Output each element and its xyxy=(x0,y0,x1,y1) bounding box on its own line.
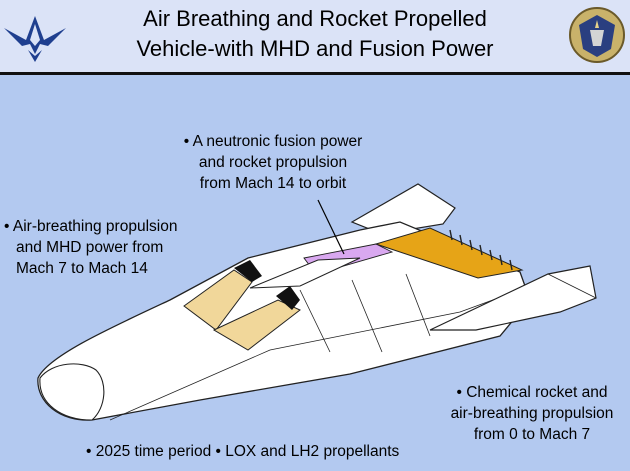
header-divider xyxy=(0,72,630,75)
air-breathing-callout: • Air-breathing propulsion and MHD power… xyxy=(4,216,196,279)
canard xyxy=(249,257,361,289)
title-line-1: Air Breathing and Rocket Propelled xyxy=(143,6,487,31)
chem-callout-line2: air-breathing propulsion xyxy=(450,405,614,422)
fin-seam xyxy=(547,273,597,299)
exhaust-grille xyxy=(449,229,513,271)
fusion-callout: • A neutronic fusion power and rocket pr… xyxy=(168,131,378,194)
time-period-callout: • 2025 time period • LOX and LH2 propell… xyxy=(86,443,400,460)
fusion-callout-line1: • A neutronic fusion power xyxy=(183,133,363,150)
chem-callout-line3: from 0 to Mach 7 xyxy=(473,426,591,443)
fusion-pointer xyxy=(317,199,345,255)
usaf-wings-icon xyxy=(4,16,66,62)
air-callout-line3: Mach 7 to Mach 14 xyxy=(16,260,148,277)
air-callout-line1: • Air-breathing propulsion xyxy=(4,218,178,235)
body-panels xyxy=(299,273,431,353)
fusion-callout-line2: and rocket propulsion xyxy=(198,154,348,171)
nose-cap xyxy=(39,363,105,421)
chem-callout-line1: • Chemical rocket and xyxy=(456,384,608,401)
chemical-rocket-callout: • Chemical rocket and air-breathing prop… xyxy=(438,382,626,445)
mhd-section xyxy=(374,227,524,279)
inlet-ramp-lower xyxy=(276,286,300,310)
air-callout-line2: and MHD power from xyxy=(16,239,164,256)
inlet-ramp-upper xyxy=(234,260,262,282)
page-title: Air Breathing and Rocket Propelled Vehic… xyxy=(90,4,540,64)
air-inlet-lower xyxy=(212,299,301,351)
header-bar: Air Breathing and Rocket Propelled Vehic… xyxy=(0,0,630,72)
fusion-callout-line3: from Mach 14 to orbit xyxy=(199,175,347,192)
title-line-2: Vehicle-with MHD and Fusion Power xyxy=(136,36,494,61)
afrl-shield-icon xyxy=(569,7,625,63)
